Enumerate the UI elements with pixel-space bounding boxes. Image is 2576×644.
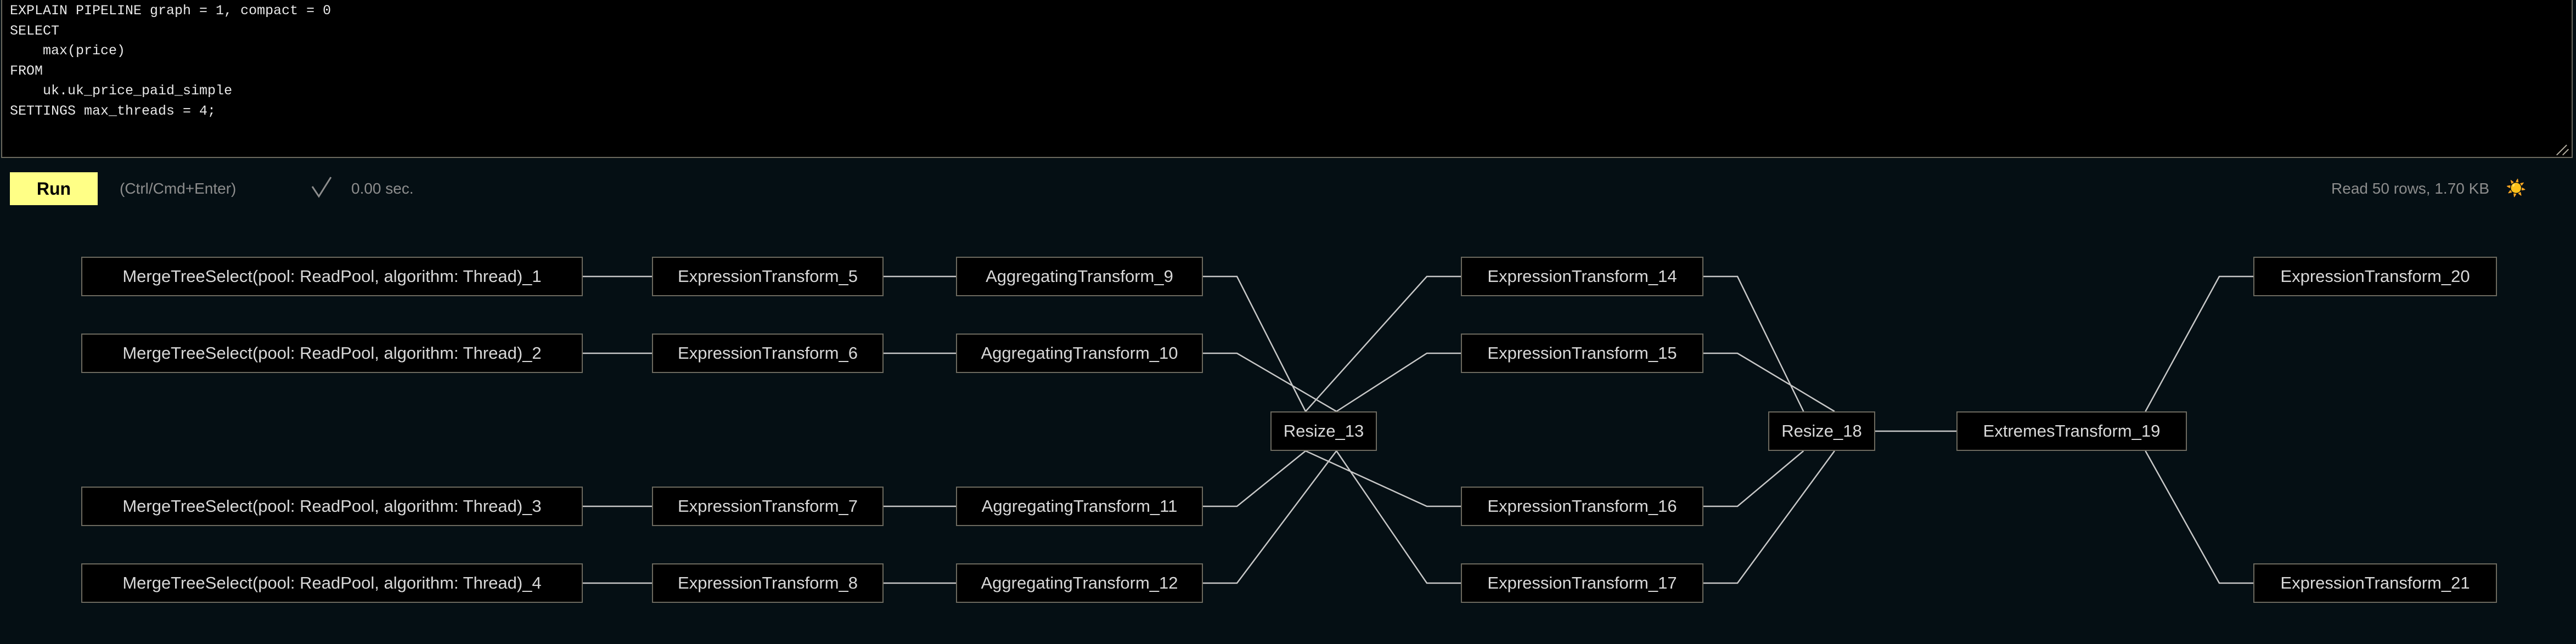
graph-node-mts2[interactable]: MergeTreeSelect(pool: ReadPool, algorith… [81, 334, 583, 373]
graph-edge [1703, 352, 1835, 413]
graph-node-et8[interactable]: ExpressionTransform_8 [652, 563, 884, 603]
graph-node-label: AggregatingTransform_9 [986, 267, 1173, 286]
sun-icon[interactable]: ☀️ [2506, 179, 2527, 197]
graph-edge [1305, 450, 1461, 507]
toolbar: Run (Ctrl/Cmd+Enter) 0.00 sec. Read 50 r… [0, 160, 2576, 211]
shortcut-hint: (Ctrl/Cmd+Enter) [120, 180, 237, 197]
graph-node-label: ExpressionTransform_20 [2280, 267, 2470, 286]
graph-node-label: ExpressionTransform_14 [1487, 267, 1677, 286]
graph-node-et20[interactable]: ExpressionTransform_20 [2253, 257, 2497, 296]
graph-node-label: ExpressionTransform_15 [1487, 343, 1677, 363]
graph-node-rz18[interactable]: Resize_18 [1768, 411, 1875, 451]
graph-node-et5[interactable]: ExpressionTransform_5 [652, 257, 884, 296]
query-input[interactable] [1, 0, 2573, 158]
graph-edge [1703, 275, 1804, 412]
graph-node-label: Resize_18 [1781, 421, 1862, 440]
graph-node-label: ExpressionTransform_21 [2280, 573, 2470, 592]
graph-node-mts4[interactable]: MergeTreeSelect(pool: ReadPool, algorith… [81, 563, 583, 603]
graph-node-label: AggregatingTransform_10 [981, 343, 1178, 363]
graph-edge [1703, 450, 1835, 584]
graph-edge [2145, 275, 2253, 412]
graph-node-at11[interactable]: AggregatingTransform_11 [956, 487, 1203, 526]
graph-node-label: ExpressionTransform_16 [1487, 496, 1677, 516]
read-stats: Read 50 rows, 1.70 KB [2331, 180, 2489, 197]
query-editor-region [0, 0, 2576, 159]
graph-edge [1203, 275, 1307, 412]
graph-edge [1203, 450, 1306, 507]
elapsed-time: 0.00 sec. [351, 180, 414, 197]
graph-node-et7[interactable]: ExpressionTransform_7 [652, 487, 884, 526]
graph-edges [583, 275, 2253, 584]
graph-node-at9[interactable]: AggregatingTransform_9 [956, 257, 1203, 296]
graph-edge [1305, 275, 1461, 412]
graph-node-et16[interactable]: ExpressionTransform_16 [1461, 487, 1703, 526]
graph-node-label: ExpressionTransform_17 [1487, 573, 1677, 592]
graph-node-label: MergeTreeSelect(pool: ReadPool, algorith… [122, 343, 542, 363]
graph-node-ext19[interactable]: ExtremesTransform_19 [1956, 411, 2187, 451]
graph-node-label: AggregatingTransform_11 [981, 496, 1178, 516]
graph-node-at12[interactable]: AggregatingTransform_12 [956, 563, 1203, 603]
graph-node-mts3[interactable]: MergeTreeSelect(pool: ReadPool, algorith… [81, 487, 583, 526]
graph-edge [1336, 450, 1461, 584]
graph-edge [1336, 352, 1461, 413]
graph-node-et6[interactable]: ExpressionTransform_6 [652, 334, 884, 373]
graph-node-label: ExpressionTransform_8 [678, 573, 858, 592]
graph-node-label: Resize_13 [1283, 421, 1364, 440]
graph-edge [1203, 352, 1337, 413]
graph-node-et21[interactable]: ExpressionTransform_21 [2253, 563, 2497, 603]
graph-node-label: MergeTreeSelect(pool: ReadPool, algorith… [122, 267, 542, 286]
graph-node-label: ExpressionTransform_5 [678, 267, 858, 286]
graph-node-et15[interactable]: ExpressionTransform_15 [1461, 334, 1703, 373]
graph-node-label: AggregatingTransform_12 [981, 573, 1178, 592]
check-icon [311, 176, 333, 200]
graph-edge [1703, 450, 1804, 507]
graph-node-rz13[interactable]: Resize_13 [1270, 411, 1377, 451]
run-button[interactable]: Run [10, 172, 98, 205]
graph-edge [1203, 450, 1337, 584]
graph-node-label: MergeTreeSelect(pool: ReadPool, algorith… [122, 496, 542, 516]
graph-node-et14[interactable]: ExpressionTransform_14 [1461, 257, 1703, 296]
graph-node-label: ExpressionTransform_6 [678, 343, 858, 363]
graph-node-at10[interactable]: AggregatingTransform_10 [956, 334, 1203, 373]
graph-node-label: MergeTreeSelect(pool: ReadPool, algorith… [122, 573, 542, 592]
graph-node-mts1[interactable]: MergeTreeSelect(pool: ReadPool, algorith… [81, 257, 583, 296]
graph-node-label: ExpressionTransform_7 [678, 496, 858, 516]
pipeline-graph: MergeTreeSelect(pool: ReadPool, algorith… [0, 211, 2576, 644]
graph-node-et17[interactable]: ExpressionTransform_17 [1461, 563, 1703, 603]
graph-node-label: ExtremesTransform_19 [1983, 421, 2161, 440]
graph-edge [2145, 450, 2253, 584]
